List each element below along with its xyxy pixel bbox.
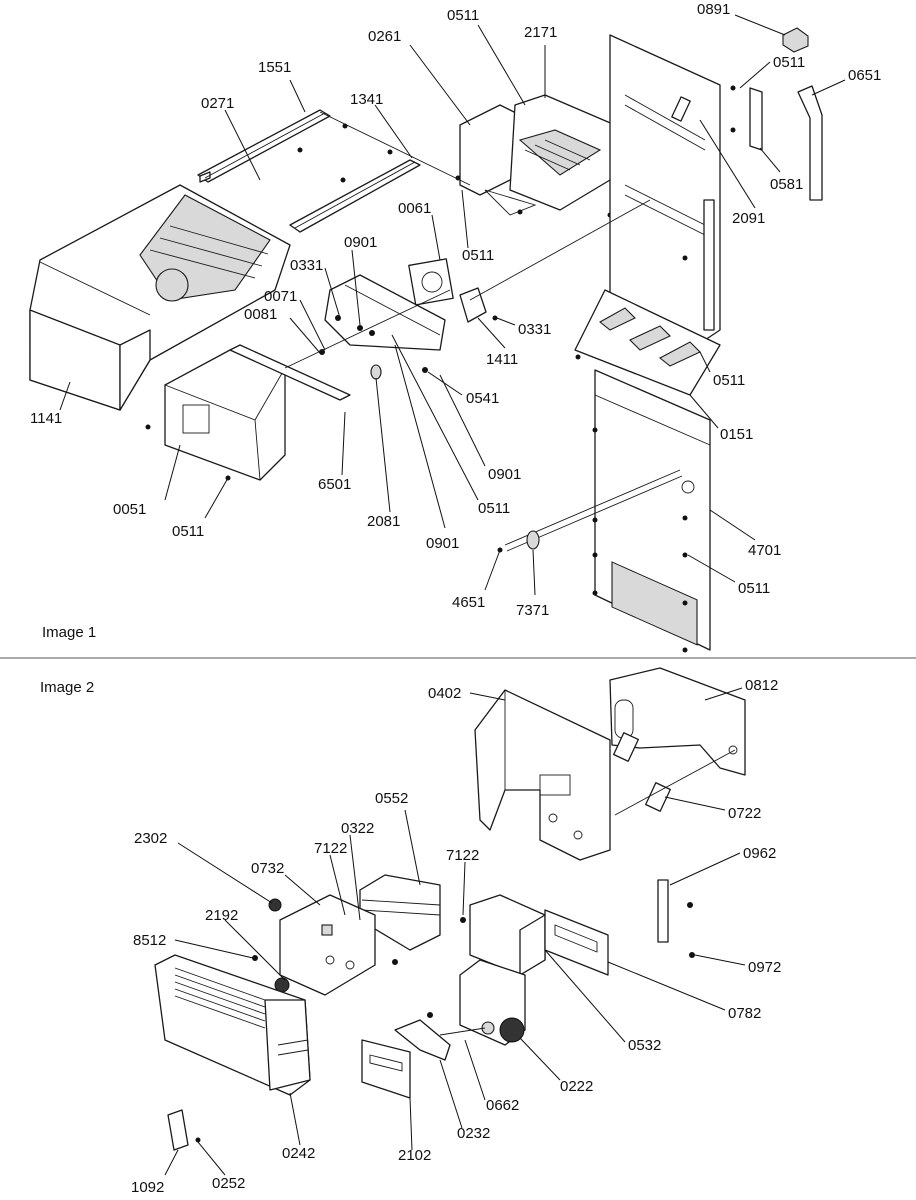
callout-label: 0662 [486, 1097, 519, 1114]
image2-drawing: 0812 0402 0722 0552 2302 0732 7122 0322 … [40, 667, 781, 1196]
callout-label: 0322 [341, 820, 374, 837]
callout-label: 0151 [720, 426, 753, 443]
callouts-image1: 0891 0511 2171 0261 0651 1551 0511 0271 … [30, 1, 881, 619]
leaders-image2 [164, 687, 746, 1176]
callout-label: 0901 [488, 466, 521, 483]
assembly-lines [284, 111, 651, 369]
callout-label: 0051 [113, 501, 146, 518]
top-right-parts [730, 27, 823, 201]
callout-label: 0541 [466, 390, 499, 407]
heater-tube [497, 469, 683, 553]
callout-label: 4651 [452, 594, 485, 611]
mounting-bracket [609, 667, 746, 776]
callout-label: 7122 [446, 847, 479, 864]
callout-label: 0402 [428, 685, 461, 702]
callouts-image2: 0812 0402 0722 0552 2302 0732 7122 0322 … [131, 677, 781, 1196]
callout-label: 0252 [212, 1175, 245, 1192]
callout-label: 0061 [398, 200, 431, 217]
callout-label: 2302 [134, 830, 167, 847]
callout-label: 8512 [133, 932, 166, 949]
callout-label: 0812 [745, 677, 778, 694]
callout-label: 0552 [375, 790, 408, 807]
callout-label: 0081 [244, 306, 277, 323]
front-panel [154, 954, 311, 1096]
callout-label: 1341 [350, 91, 383, 108]
evaporator-cover [592, 369, 711, 653]
loose-screws [145, 123, 688, 481]
actuator [427, 959, 526, 1046]
auger-housing [164, 344, 351, 481]
callout-label: 0901 [426, 535, 459, 552]
callout-label: 2091 [732, 210, 765, 227]
callout-label: 0532 [628, 1037, 661, 1054]
callout-label: 0071 [264, 288, 297, 305]
callout-label: 0972 [748, 959, 781, 976]
callout-label: 0891 [697, 1, 730, 18]
back-panel [609, 34, 721, 341]
callout-label: 2192 [205, 907, 238, 924]
callout-label: 7371 [516, 602, 549, 619]
callout-label: 0232 [457, 1125, 490, 1142]
callout-label: 2081 [367, 513, 400, 530]
ice-bin [29, 184, 291, 411]
rails [197, 109, 421, 233]
callout-label: 0511 [713, 372, 745, 389]
callout-label: 0222 [560, 1078, 593, 1095]
callout-label: 0511 [773, 54, 805, 71]
callout-label: 0511 [172, 523, 204, 540]
callout-label: 0271 [201, 95, 234, 112]
icemaker [455, 94, 616, 218]
callout-label: 7122 [314, 840, 347, 857]
callout-label: 0261 [368, 28, 401, 45]
callout-label: 0511 [738, 580, 770, 597]
callout-label: 0732 [251, 860, 284, 877]
callout-label: 4701 [748, 542, 781, 559]
motor-assembly [319, 258, 487, 380]
callout-label: 1551 [258, 59, 291, 76]
callout-label: 0901 [344, 234, 377, 251]
callout-label: 2171 [524, 24, 557, 41]
dispenser-door [469, 894, 546, 976]
spacers [613, 732, 736, 816]
dispenser-housing [474, 689, 611, 861]
callout-label: 0331 [518, 321, 551, 338]
callout-label: 0651 [848, 67, 881, 84]
callout-label: 0331 [290, 257, 323, 274]
image1-drawing: 0891 0511 2171 0261 0651 1551 0511 0271 … [29, 1, 881, 653]
callout-label: 1411 [486, 351, 518, 368]
hinge-rod [657, 879, 695, 958]
switch-housing [252, 894, 376, 1001]
callout-label: 2102 [398, 1147, 431, 1164]
lever-bracket [359, 874, 466, 965]
image2-caption: Image 2 [40, 679, 94, 696]
callout-label: 0782 [728, 1005, 761, 1022]
trim-plate [544, 909, 609, 976]
image1-caption: Image 1 [42, 624, 96, 641]
callout-label: 6501 [318, 476, 351, 493]
callout-label: 0722 [728, 805, 761, 822]
leaders-image1 [59, 14, 846, 596]
callout-label: 1092 [131, 1179, 164, 1196]
callout-label: 0511 [462, 247, 494, 264]
clip [167, 1109, 201, 1151]
callout-label: 0962 [743, 845, 776, 862]
callout-label: 0511 [447, 7, 479, 24]
callout-label: 0581 [770, 176, 803, 193]
callout-label: 0242 [282, 1145, 315, 1162]
callout-label: 0511 [478, 500, 510, 517]
callout-label: 1141 [30, 410, 62, 427]
lever-and-pad [361, 1019, 451, 1099]
